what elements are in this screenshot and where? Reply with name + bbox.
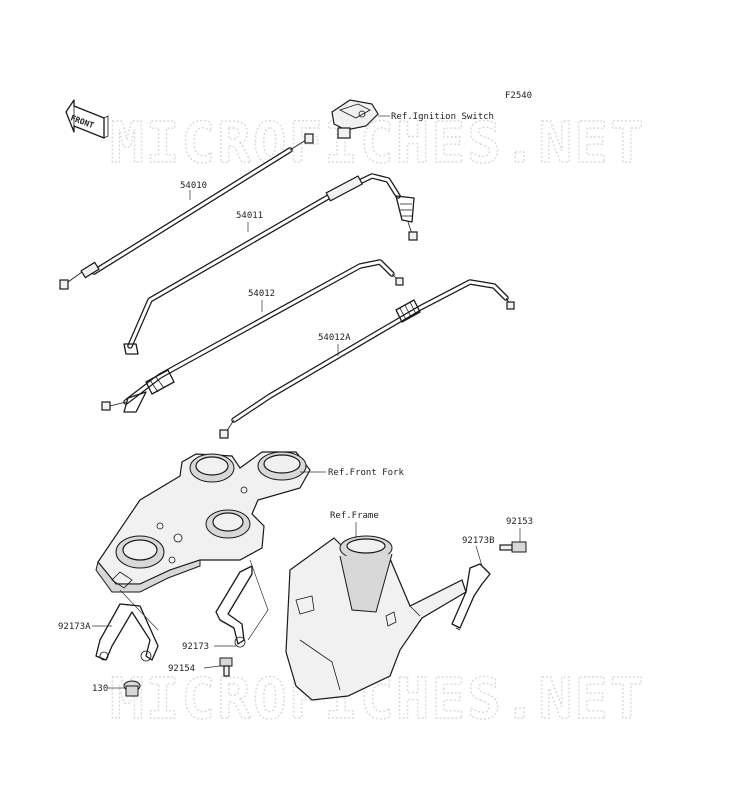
bolt-130: 130 — [92, 680, 141, 697]
front-arrow-icon: FRONT — [65, 99, 109, 139]
part-54012a: 54012A — [318, 333, 351, 343]
ref-frame: Ref.Frame — [330, 511, 379, 521]
part-54010: 54010 — [180, 181, 207, 191]
triple-clamp: Ref.Front Fork — [95, 451, 404, 593]
cable-54012: 54012 — [101, 259, 404, 413]
bolt-92153: 92153 — [499, 517, 533, 553]
part-54011: 54011 — [236, 211, 263, 221]
guide-92173: 92173 — [182, 565, 253, 652]
ref-ignition-switch: Ref.Ignition Switch — [391, 112, 494, 122]
cable-54011: 54011 — [123, 173, 418, 355]
part-92154: 92154 — [168, 664, 195, 674]
cable-54012a: 54012A — [219, 279, 515, 439]
frame: Ref.Frame — [285, 511, 467, 701]
part-92173b: 92173B — [462, 536, 495, 546]
front-arrow-label: FRONT — [69, 113, 95, 130]
ref-front-fork: Ref.Front Fork — [328, 468, 404, 478]
ignition-switch: Ref.Ignition Switch — [331, 99, 494, 139]
part-92173: 92173 — [182, 642, 209, 652]
part-130: 130 — [92, 684, 108, 694]
part-92153: 92153 — [506, 517, 533, 527]
figure-code: F2540 — [505, 91, 532, 101]
bolt-92154: 92154 — [168, 657, 233, 677]
watermark-top: MICROFICHES.NET — [110, 111, 646, 176]
cable-54010: 54010 — [59, 133, 314, 290]
guide-92173a: 92173A — [58, 603, 159, 662]
part-54012: 54012 — [248, 289, 275, 299]
part-92173a: 92173A — [58, 622, 91, 632]
guide-92173b: 92173B — [451, 536, 495, 631]
